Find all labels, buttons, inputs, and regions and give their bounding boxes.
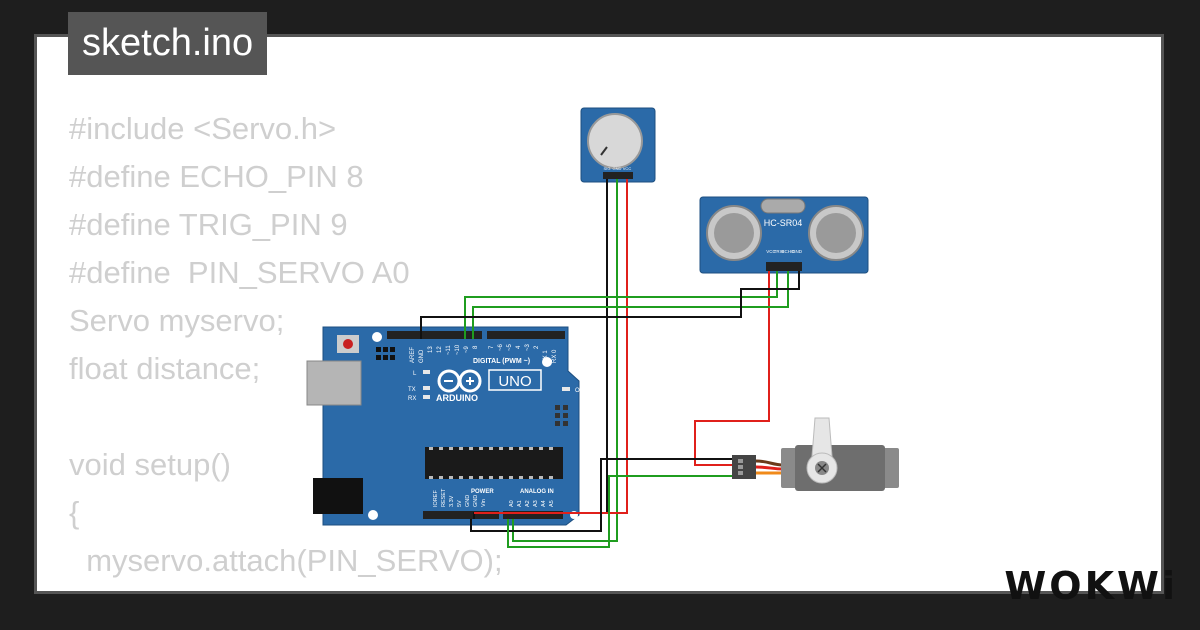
- pin-label: 3.3V: [449, 495, 455, 507]
- pot-pin-label: GND: [613, 166, 622, 171]
- power-label: POWER: [471, 489, 494, 495]
- sensor-label: HC-SR04: [764, 218, 803, 228]
- header-analog: [503, 511, 563, 519]
- sensor-pin-label: VCC: [766, 249, 776, 254]
- wire-green: [507, 475, 732, 548]
- code-line: Servo myservo;: [69, 303, 285, 338]
- ultrasonic-sensor[interactable]: HC-SR04 VCC TRIG ECHO GND: [699, 196, 869, 274]
- servo-connector: [732, 455, 756, 479]
- pin-label: A4: [541, 500, 547, 507]
- pin-label: A3: [533, 500, 539, 507]
- wire-red: [474, 179, 628, 514]
- board-model: UNO: [498, 373, 531, 390]
- analog-label: ANALOG IN: [520, 489, 554, 495]
- pin-label: AREF: [410, 347, 416, 363]
- pin-label: ~6: [498, 343, 504, 351]
- led-label: L: [413, 371, 417, 377]
- led-label: RX: [408, 396, 416, 402]
- pin-label: IOREF: [433, 490, 439, 507]
- pin-label: GND: [465, 495, 471, 507]
- wire-black: [470, 458, 732, 532]
- pin-label: A1: [517, 500, 523, 507]
- pot-pin-label: VCC: [623, 166, 632, 171]
- pin-label: A0: [509, 500, 515, 507]
- pin-label: ~11: [446, 345, 452, 355]
- preview-card: #include <Servo.h> #define ECHO_PIN 8 #def…: [34, 34, 1164, 594]
- pin-label: 2: [534, 345, 540, 349]
- file-name-tag: sketch.ino: [68, 12, 268, 75]
- pin-label: A5: [549, 500, 555, 507]
- servo-motor[interactable]: [732, 417, 899, 491]
- power-jack: [313, 478, 363, 514]
- code-line: #include <Servo.h>: [69, 111, 337, 146]
- code-line: float distance;: [69, 351, 261, 386]
- sensor-pin-label: ECHO: [781, 249, 795, 254]
- pin-label: GND: [419, 349, 425, 363]
- pin-label: ~9: [464, 345, 470, 353]
- header-digital-high: [387, 331, 482, 339]
- pin-label: GND: [473, 495, 479, 507]
- code-line: myservo.attach(PIN_SERVO);: [69, 543, 503, 578]
- pin-label: 4: [516, 345, 522, 349]
- pin-label: ~10: [455, 344, 461, 355]
- wokwi-logo: WOKWi: [1004, 564, 1178, 608]
- header-power: [423, 511, 499, 519]
- potentiometer-knob[interactable]: [587, 113, 643, 169]
- usb-port: [306, 360, 362, 406]
- pin-label: 13: [428, 346, 434, 353]
- potentiometer[interactable]: SIG GND VCC: [580, 107, 656, 183]
- header-digital-low: [487, 331, 565, 339]
- code-line: #define ECHO_PIN 8: [69, 159, 364, 194]
- pin-label: 8: [473, 345, 479, 349]
- sensor-pin-label: TRIG: [774, 249, 785, 254]
- pin-label: RX 0: [552, 349, 558, 363]
- microcontroller-chip: [425, 447, 563, 479]
- pin-label: A2: [525, 500, 531, 507]
- wire-red: [694, 271, 770, 466]
- sensor-pin-label: GND: [792, 249, 803, 254]
- board-brand: ARDUINO: [436, 393, 478, 403]
- led-label: TX: [408, 387, 416, 393]
- code-line: {: [69, 495, 80, 530]
- arduino-logo-icon: [437, 369, 482, 393]
- arduino-uno-board[interactable]: AREF GND 13 12 ~11 ~10 ~9 8 7 ~6 ~5 4 ~3…: [306, 326, 584, 526]
- code-line: #define PIN_SERVO A0: [69, 255, 410, 290]
- code-preview: #include <Servo.h> #define ECHO_PIN 8 #def…: [69, 105, 503, 591]
- on-label: ON: [575, 388, 584, 394]
- pin-label: TX 1: [543, 350, 549, 363]
- pin-label: Vin: [481, 499, 487, 507]
- pot-pin-label: SIG: [604, 166, 611, 171]
- digital-label: DIGITAL (PWM ~): [473, 358, 530, 365]
- pin-label: 12: [437, 346, 443, 353]
- pin-label: ~3: [525, 343, 531, 351]
- pin-label: ~5: [507, 343, 513, 351]
- circuit-diagram: SIG GND VCC HC-SR04 VCC TRIG ECHO GND: [306, 107, 899, 548]
- wires: [420, 179, 800, 548]
- code-line: void setup(): [69, 447, 231, 482]
- wire-black: [420, 271, 800, 339]
- pin-label: RESET: [441, 488, 447, 507]
- pin-label: 5V: [457, 500, 463, 507]
- pin-label: 7: [489, 345, 495, 349]
- code-line: #define TRIG_PIN 9: [69, 207, 348, 242]
